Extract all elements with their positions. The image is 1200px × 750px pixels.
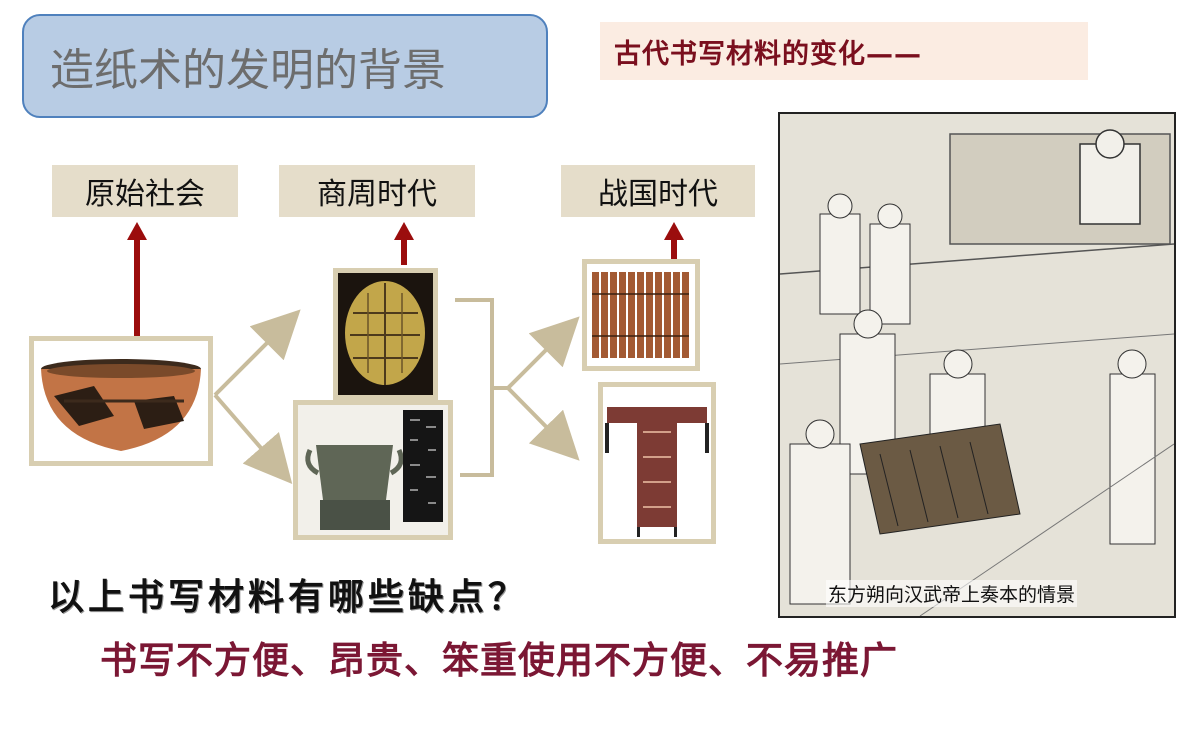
bamboo-slips-image (587, 264, 695, 366)
connector-pottery-down (213, 393, 293, 485)
bronze-vessel-image-frame (293, 400, 453, 540)
oracle-bone-image-frame (333, 268, 438, 400)
red-arrow-shang-head (394, 222, 414, 240)
slide-title-text: 造纸术的发明的背景 (50, 45, 446, 96)
slide-subtitle-text: 古代书写材料的变化—— (614, 38, 922, 70)
answer-text: 书写不方便、昂贵、笨重使用不方便、不易推广 (100, 639, 898, 682)
era-label-primitive: 原始社会 (52, 165, 238, 217)
bamboo-slips-image-frame (582, 259, 700, 371)
silk-garment-image (603, 387, 711, 539)
connector-to-silk (506, 386, 580, 461)
connector-pottery-up (213, 309, 301, 397)
red-arrow-warring-head (664, 222, 684, 240)
question-text: 以上书写材料有哪些缺点？ (48, 577, 529, 618)
bronze-vessel-inscription-image (298, 405, 448, 535)
red-arrow-primitive-head (127, 222, 147, 240)
painted-pottery-image (41, 359, 201, 451)
connector-arrows (127, 222, 684, 485)
pottery-image-frame (29, 336, 213, 466)
era-label-warring-states-text: 战国时代 (598, 177, 718, 212)
oracle-bone-shell-image (338, 273, 433, 395)
era-label-warring-states: 战国时代 (561, 165, 755, 217)
era-label-primitive-text: 原始社会 (85, 177, 205, 212)
era-label-shang-zhou: 商周时代 (279, 165, 475, 217)
silk-garment-image-frame (598, 382, 716, 544)
court-scene-drawing (779, 114, 1175, 617)
slide-subtitle: 古代书写材料的变化—— (600, 22, 1088, 80)
court-scene-illustration (778, 112, 1176, 618)
illustration-caption: 东方朔向汉武帝上奏本的情景 (826, 580, 1078, 607)
slide-title: 造纸术的发明的背景 (22, 14, 548, 118)
connector-to-bamboo (506, 316, 580, 390)
era-label-shang-zhou-text: 商周时代 (317, 177, 437, 212)
connector-bracket (455, 298, 494, 477)
